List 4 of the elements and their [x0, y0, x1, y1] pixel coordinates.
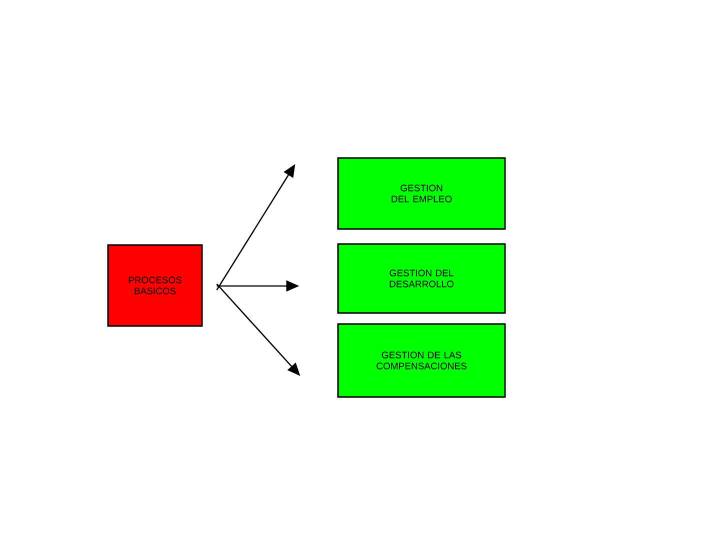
process-box: PROCESOS BASICOS: [107, 244, 203, 327]
process-box: GESTION DEL EMPLEO: [337, 157, 506, 230]
process-box: GESTION DE LAS COMPENSACIONES: [337, 323, 506, 398]
process-box: GESTION DEL DESARROLLO: [337, 243, 506, 314]
